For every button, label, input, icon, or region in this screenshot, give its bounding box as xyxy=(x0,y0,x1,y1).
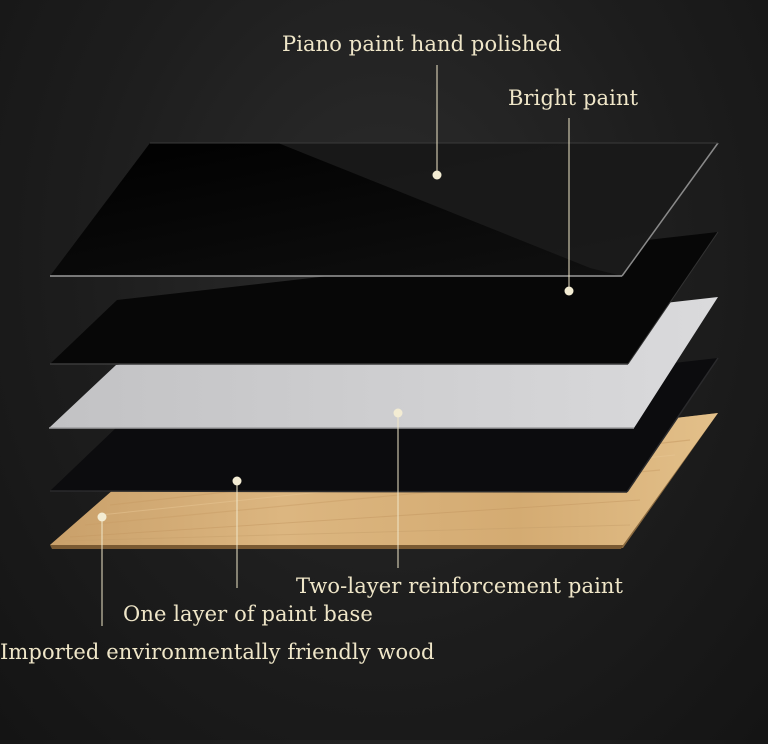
leader-wood xyxy=(97,512,107,626)
label-piano-paint: Piano paint hand polished xyxy=(282,32,562,56)
leader-piano-paint xyxy=(432,65,442,180)
leader-bright-paint xyxy=(564,118,574,296)
label-reinforcement-paint: Two-layer reinforcement paint xyxy=(296,574,624,598)
label-bright-paint: Bright paint xyxy=(508,86,639,110)
piano-paint-layer xyxy=(50,142,719,277)
label-wood: Imported environmentally friendly wood xyxy=(0,640,435,664)
label-paint-base: One layer of paint base xyxy=(123,602,373,626)
leader-paint-base xyxy=(232,476,242,588)
leader-reinforcement-paint xyxy=(393,408,403,568)
